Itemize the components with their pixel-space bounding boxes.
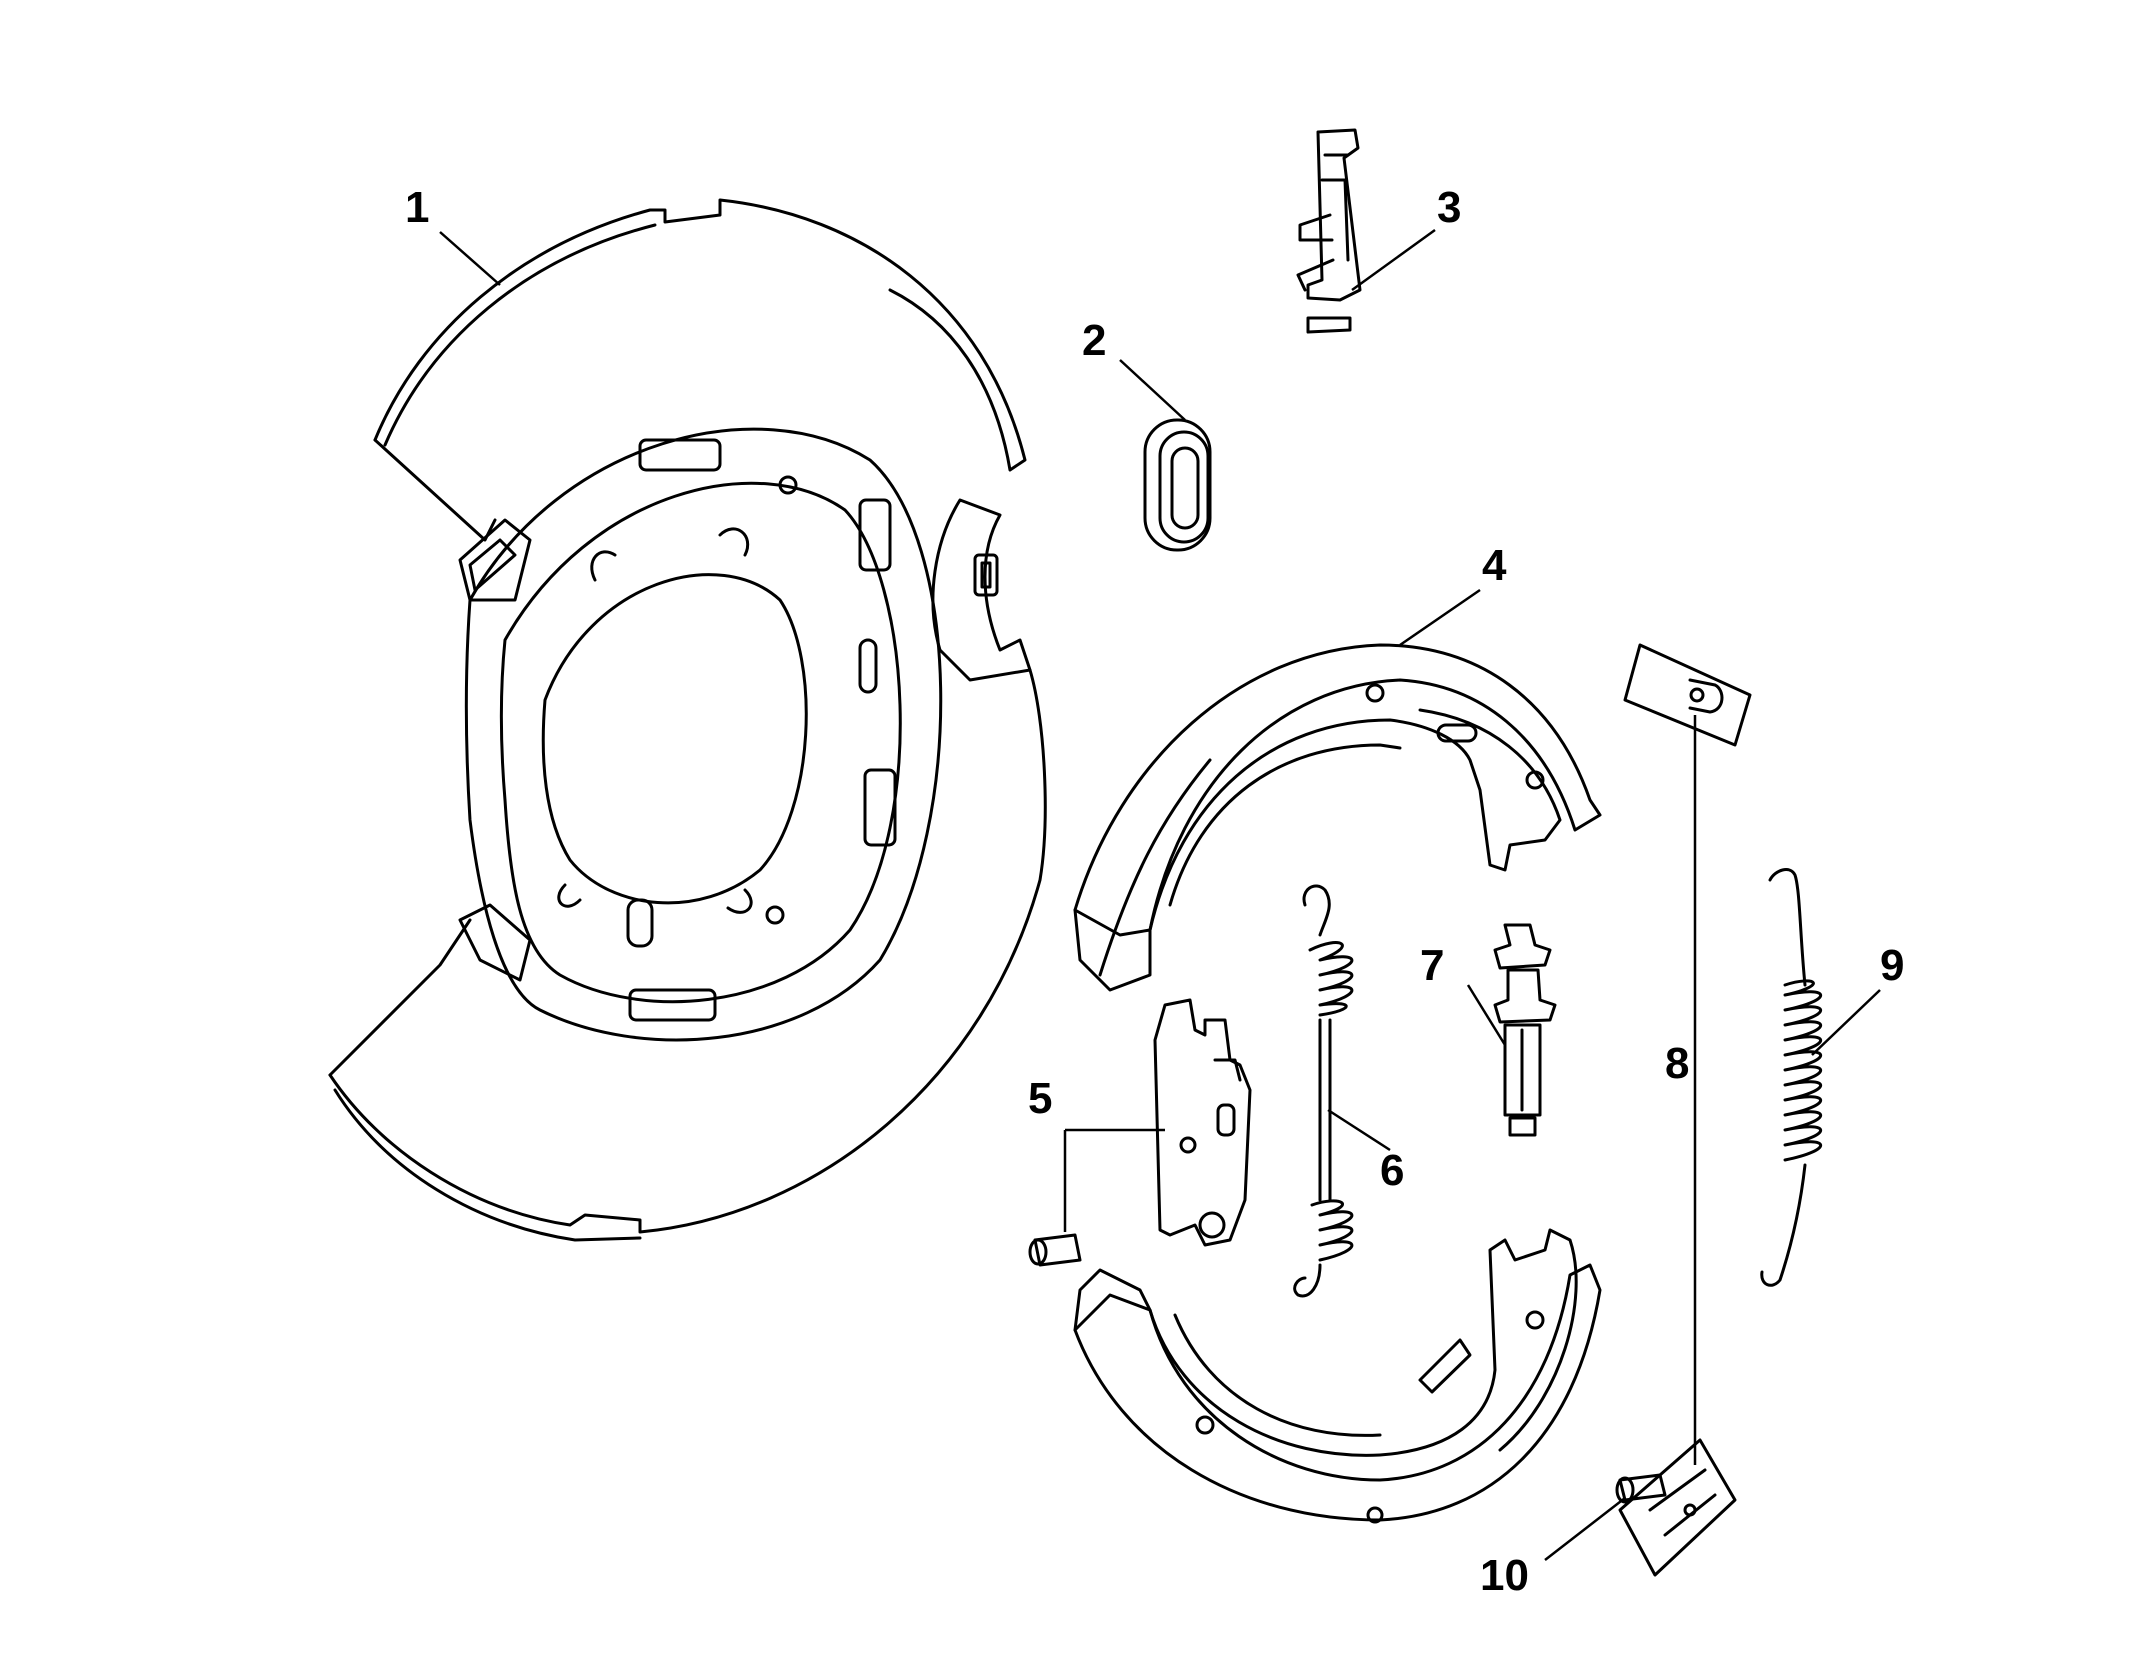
part-6-return-spring (1293, 884, 1354, 1298)
callout-1: 1 (405, 183, 429, 232)
callout-4: 4 (1482, 541, 1507, 590)
part-8-retainer-clip (1615, 643, 1752, 1577)
leader-lines (439, 228, 1881, 1561)
part-7-adjuster-screw (1493, 923, 1557, 1137)
part-3-retaining-clip (1296, 128, 1362, 334)
part-2-grommet-plug (1143, 418, 1212, 552)
part-5-adjuster-lever (1028, 998, 1252, 1267)
callout-3: 3 (1437, 183, 1461, 232)
callout-7: 7 (1420, 941, 1444, 990)
part-1-backing-plate (328, 198, 1047, 1242)
callout-10: 10 (1480, 1551, 1529, 1600)
part-9-spring (1760, 868, 1822, 1287)
part-4-brake-shoes (1073, 643, 1602, 1524)
callout-8: 8 (1665, 1039, 1689, 1088)
callout-2: 2 (1082, 316, 1106, 365)
callout-5: 5 (1028, 1074, 1052, 1123)
callout-labels: 1 2 3 4 5 6 7 8 9 10 (405, 183, 1904, 1600)
callout-9: 9 (1880, 941, 1904, 990)
callout-6: 6 (1380, 1146, 1404, 1195)
